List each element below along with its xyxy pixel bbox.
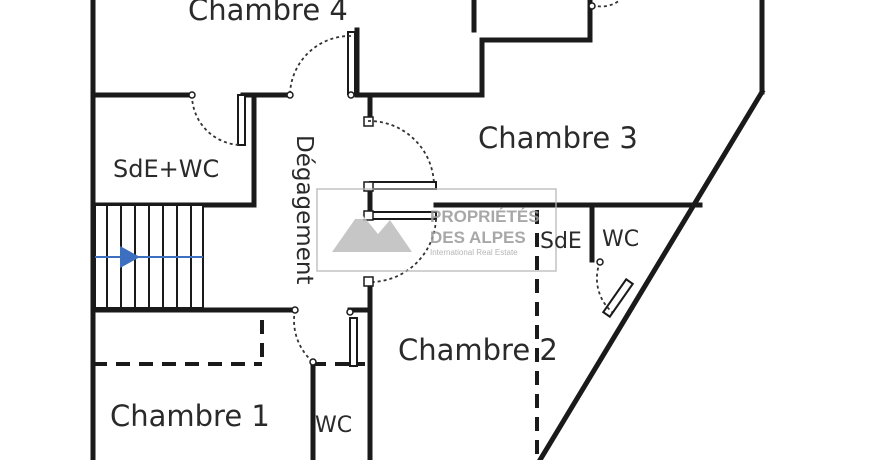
label-chambre-3: Chambre 3	[478, 121, 638, 155]
label-sde-wc: SdE+WC	[113, 155, 219, 183]
doors	[188, 0, 635, 367]
label-wc-right: WC	[602, 227, 639, 252]
room-labels: Chambre 4 Chambre 3 Chambre 2 Chambre 1 …	[110, 0, 639, 438]
staircase	[94, 204, 204, 309]
watermark-line-2: DES ALPES	[430, 228, 526, 247]
watermark-line-1: PROPRIÉTÉS	[430, 207, 540, 226]
watermark-line-3: International Real Estate	[430, 248, 518, 257]
label-chambre-4: Chambre 4	[188, 0, 348, 27]
label-sde: SdE	[540, 229, 582, 254]
dashed-limits	[93, 210, 539, 460]
stair-arrow-icon	[120, 246, 140, 268]
watermark: PROPRIÉTÉS DES ALPES International Real …	[316, 188, 557, 272]
label-wc-bottom: WC	[315, 413, 352, 438]
label-chambre-1: Chambre 1	[110, 399, 270, 433]
label-chambre-2: Chambre 2	[398, 333, 558, 367]
mountain-logo-icon	[332, 212, 412, 252]
label-degagement: Dégagement	[291, 135, 317, 284]
